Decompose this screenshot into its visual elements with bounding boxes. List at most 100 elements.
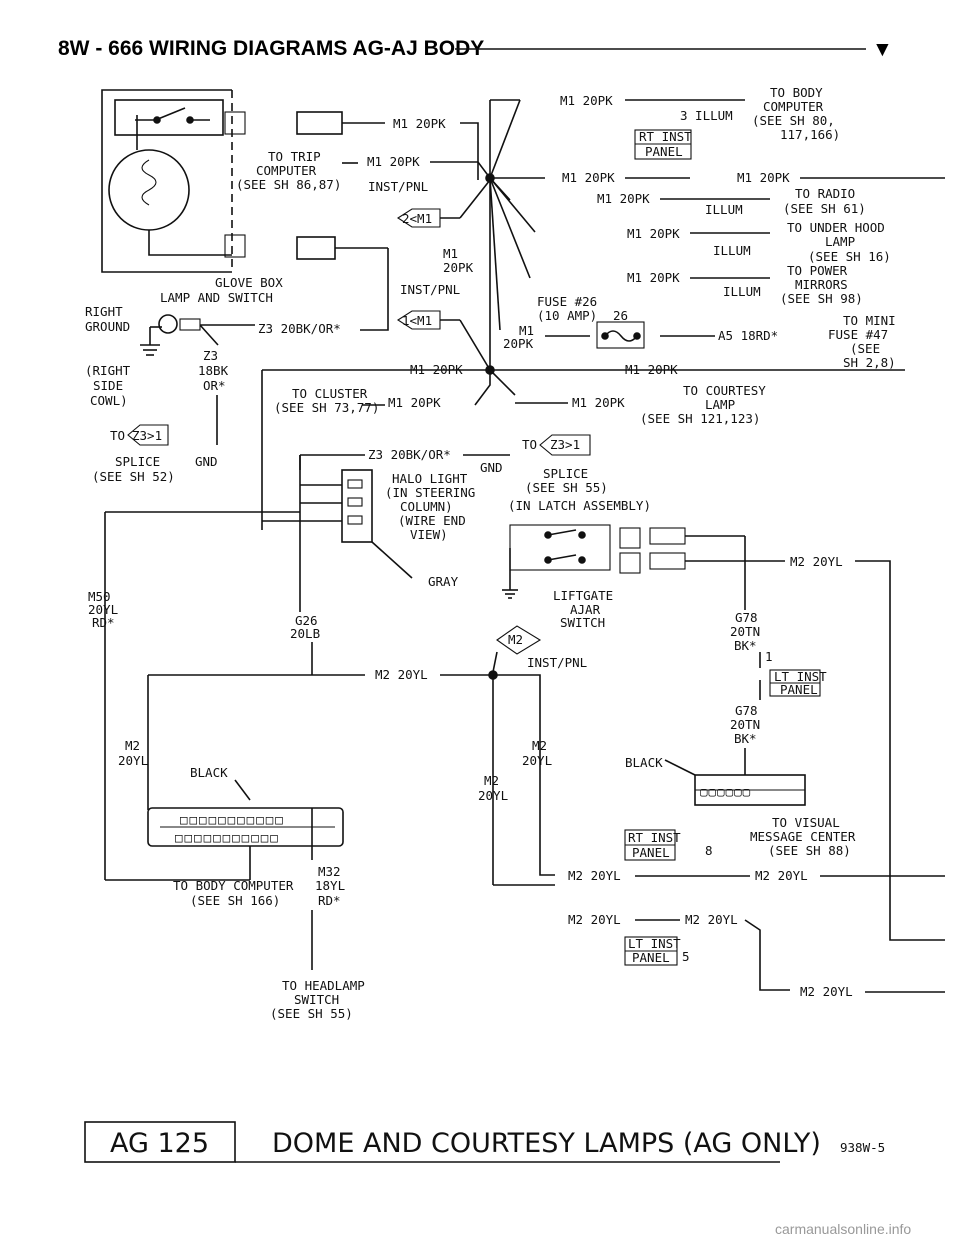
label-m2-b2: M2 20YL [568, 912, 621, 927]
label-pk-f: 20PK [503, 336, 534, 351]
footer-title: DOME AND COURTESY LAMPS (AG ONLY) [272, 1128, 821, 1159]
label-illum3: 3 ILLUM [680, 108, 733, 123]
label-inst-pnl-a: INST/PNL [368, 179, 428, 194]
watermark: carmanualsonline.info [775, 1221, 911, 1237]
label-tn20b: 20TN [730, 717, 760, 732]
label-to-cluster: TO CLUSTER [292, 386, 368, 401]
label-illum-r3: ILLUM [713, 243, 751, 258]
label-fuse-no: 26 [613, 308, 628, 323]
label-to-z31: TO [110, 428, 125, 443]
label-see-88: (SEE SH 88) [768, 843, 851, 858]
label-inst-pnl-b: INST/PNL [400, 282, 460, 297]
label-m2-c1: M2 [532, 738, 547, 753]
m1-splice-bus: M1 20PK INST/PNL 1<M1 M1 20PK TO CLUSTER… [261, 99, 905, 530]
label-inst-pnl-c: INST/PNL [527, 655, 587, 670]
label-yl-c1: 20YL [522, 753, 552, 768]
glove-box-lamp-switch: GLOVE BOX LAMP AND SWITCH [101, 89, 283, 305]
label-switch: SWITCH [560, 615, 605, 630]
label-rt-inst2: RT INST [628, 830, 681, 845]
label-pk-vert: 20PK [443, 260, 474, 275]
label-panel-c: PANEL [632, 845, 670, 860]
label-to-courtesy: TO COURTESY [683, 383, 766, 398]
label-m2-b1: M2 20YL [568, 868, 621, 883]
label-m1-r4: M1 20PK [627, 270, 680, 285]
label-halo: HALO LIGHT [392, 471, 468, 486]
label-conn-1m1: 1<M1 [402, 313, 432, 328]
label-lt-inst2: LT INST [628, 936, 681, 951]
label-cowl: COWL) [90, 393, 128, 408]
label-to-body2: TO BODY COMPUTER [173, 878, 294, 893]
label-m1-f: M1 [519, 323, 534, 338]
label-or: OR* [203, 378, 226, 393]
label-see-166: (SEE SH 166) [190, 893, 280, 908]
label-wire-end: (WIRE END [398, 513, 466, 528]
label-m1-r1b: M1 20PK [737, 170, 790, 185]
label-lb20: 20LB [290, 626, 320, 641]
label-bkb: BK* [734, 731, 757, 746]
body-computer-connector: □□□□□□□□□□□ □□□□□□□□□□□ TO BODY COMPUTER… [147, 807, 365, 1021]
label-illum-r4: ILLUM [723, 284, 761, 299]
label-rt-inst: RT INST [639, 129, 692, 144]
label-computer: COMPUTER [256, 163, 317, 178]
label-to-radio: TO RADIO [795, 186, 855, 201]
label-lt-inst: LT INST [774, 669, 827, 684]
label-m2-b3: M2 20YL [800, 984, 853, 999]
label-m2-b1r: M2 20YL [755, 868, 808, 883]
label-z3-halo: Z3 20BK/OR* [368, 447, 451, 462]
label-lamp-r3: LAMP [825, 234, 855, 249]
label-view: VIEW) [410, 527, 448, 542]
label-m1-20pk-c: M1 20PK [388, 395, 441, 410]
label-column: COLUMN) [400, 499, 453, 514]
label-g78b: G78 [735, 703, 758, 718]
label-see-86: (SEE SH 86,87) [236, 177, 341, 192]
label-to-trip: TO TRIP [268, 149, 321, 164]
label-yl18: 18YL [315, 878, 345, 893]
label-m1-r5: M1 20PK [625, 362, 678, 377]
label-see-117: 117,166) [780, 127, 840, 142]
footer-code-box [84, 1121, 236, 1163]
label-body-comp: COMPUTER [763, 99, 824, 114]
halo-light-connector: Z3 20BK/OR* TO Z3>1 GND SPLICE (SEE SH 5… [262, 434, 608, 589]
label-right-side: (RIGHT [85, 363, 131, 378]
label-to-power: TO POWER [787, 263, 848, 278]
label-glyph: □□□□□□□□□□□ [180, 812, 285, 827]
label-m1-20pk-b: M1 20PK [367, 154, 420, 169]
label-fuse47: FUSE #47 [828, 327, 888, 342]
header-marker: ▼ [872, 38, 893, 61]
label-amp10: (10 AMP) [537, 308, 597, 323]
label-fuse26: FUSE #26 [537, 294, 597, 309]
ground-eyelet-icon [158, 314, 178, 334]
label-side: SIDE [93, 378, 123, 393]
label-liftgate: LIFTGATE [553, 588, 613, 603]
label-gnd-l: GND [195, 454, 218, 469]
label-bka: BK* [734, 638, 757, 653]
label-z3-20bk: Z3 20BK/OR* [258, 321, 341, 336]
label-glyph: □□□□□□□□□□□ [175, 830, 280, 845]
label-see-121: (SEE SH 121,123) [640, 411, 760, 426]
label-to-h: TO [522, 437, 537, 452]
label-glyph: ▢▢▢▢▢▢ [700, 784, 751, 799]
bottom-m2-wires: M2 20YL M2 20YL M2 20YL M2 20YL LT INST … [568, 868, 945, 999]
label-to-headlamp: TO HEADLAMP [282, 978, 365, 993]
label-gray: GRAY [428, 574, 459, 589]
left-harness: M50 20YL RD* G26 20LB M2 20YL M2 20YL BL… [88, 455, 587, 886]
label-panel-d: PANEL [632, 950, 670, 965]
label-black-r: BLACK [625, 755, 663, 770]
label-mirrors: MIRRORS [795, 277, 848, 292]
label-pin8: 8 [705, 843, 713, 858]
label-m1-r1: M1 20PK [562, 170, 615, 185]
label-z31: Z3>1 [132, 428, 162, 443]
label-m1-vert: M1 [443, 246, 458, 261]
label-see-f: (SEE [850, 341, 880, 356]
label-illum-r2: ILLUM [705, 202, 743, 217]
label-yl-c2: 20YL [478, 788, 508, 803]
label-to-body: TO BODY [770, 85, 823, 100]
footer-code: AG 125 [110, 1128, 209, 1159]
label-rd2: RD* [318, 893, 341, 908]
label-g78a: G78 [735, 610, 758, 625]
label-m2-b2r: M2 20YL [685, 912, 738, 927]
label-sh28: SH 2,8) [843, 355, 896, 370]
label-ajar: AJAR [570, 602, 601, 617]
label-switch-h: SWITCH [294, 992, 339, 1007]
label-rd: RD* [92, 615, 115, 630]
